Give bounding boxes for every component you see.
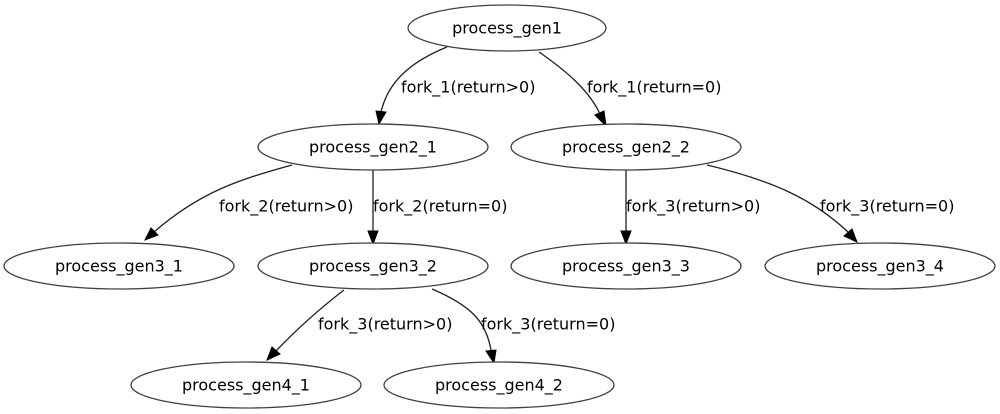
node-label: process_gen1 [452,19,562,39]
node-process-gen3-4: process_gen3_4 [764,242,996,290]
node-process-gen3-1: process_gen3_1 [3,242,235,290]
edge-label-fork3-return-eq0-gen4: fork_3(return=0) [481,315,615,335]
edge-label-fork2-return-gt0: fork_2(return>0) [219,197,353,217]
arrowhead [620,230,632,246]
edge-label-fork1-return-gt0: fork_1(return>0) [401,78,535,98]
node-process-gen1: process_gen1 [407,4,607,52]
node-label: process_gen4_2 [435,376,563,396]
node-label: process_gen3_4 [816,257,944,277]
edge-line [275,289,345,352]
edge-label-fork1-return-eq0: fork_1(return=0) [587,78,721,98]
edge-gen2-1-to-gen3-1 [143,164,293,241]
node-label: process_gen2_1 [309,138,437,158]
arrowhead [143,227,159,241]
edge-line [380,46,448,113]
edge-gen3-2-to-gen4-1 [266,289,345,361]
edge-line [431,288,492,351]
node-ellipse [510,123,742,171]
node-ellipse [257,242,489,290]
node-label: process_gen2_2 [562,138,690,158]
node-process-gen4-2: process_gen4_2 [383,361,615,409]
edge-gen2-2-to-gen3-4 [706,164,858,243]
edge-line [706,164,849,233]
arrowhead [266,346,281,361]
node-process-gen4-1: process_gen4_1 [130,361,362,409]
arrowhead [843,228,858,243]
edge-gen1-to-gen2-2 [538,51,607,128]
node-ellipse [383,361,615,409]
edge-label-fork3-return-gt0: fork_3(return>0) [626,197,760,217]
node-label: process_gen4_1 [182,376,310,396]
node-process-gen3-3: process_gen3_3 [510,242,742,290]
node-process-gen2-1: process_gen2_1 [257,123,489,171]
arrowhead [594,110,607,128]
node-label: process_gen3_2 [309,257,437,277]
node-ellipse [764,242,996,290]
node-ellipse [510,242,742,290]
node-ellipse [407,4,607,52]
edge-label-fork2-return-eq0: fork_2(return=0) [373,197,507,217]
edge-gen1-to-gen2-1 [375,46,448,126]
node-process-gen3-2: process_gen3_2 [257,242,489,290]
node-ellipse [257,123,489,171]
edge-gen3-2-to-gen4-2 [431,288,497,365]
edge-line [153,164,293,233]
node-label: process_gen3_1 [55,257,183,277]
node-ellipse [130,361,362,409]
arrowhead [375,110,387,126]
edge-line [538,51,601,115]
edge-label-fork3-return-gt0-gen4: fork_3(return>0) [318,315,452,335]
arrowhead [485,349,497,365]
edge-gen2-2-to-gen3-3 [620,170,632,246]
node-process-gen2-2: process_gen2_2 [510,123,742,171]
edge-gen2-1-to-gen3-2 [367,170,379,246]
arrowhead [367,230,379,246]
node-label: process_gen3_3 [562,257,690,277]
node-ellipse [3,242,235,290]
edge-label-fork3-return-eq0: fork_3(return=0) [820,197,954,217]
